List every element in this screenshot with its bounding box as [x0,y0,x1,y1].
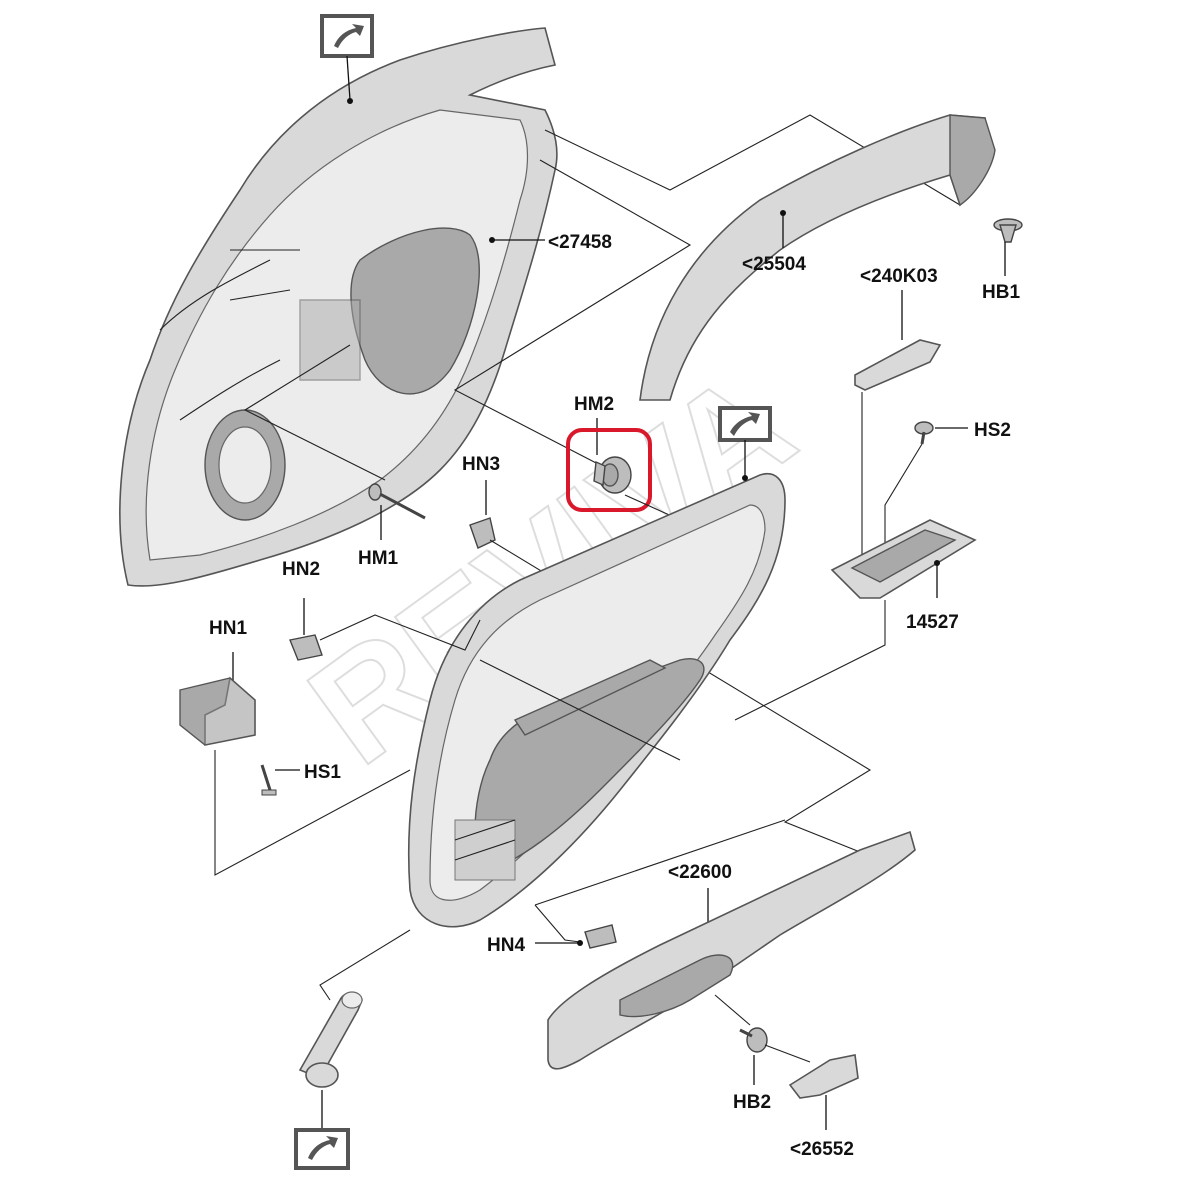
link-arrow-icon[interactable] [320,14,374,58]
hn1-block [179,676,256,746]
hb1-clip [993,218,1023,243]
label-hs1[interactable]: HS1 [304,762,341,783]
label-hn1[interactable]: HN1 [209,618,247,639]
hs2-screw [914,421,934,445]
label-hn2[interactable]: HN2 [282,559,320,580]
door-frame [119,27,558,587]
label-hb1[interactable]: HB1 [982,282,1020,303]
door-trim-panel [407,473,786,928]
hn3-clip [469,517,496,549]
bottom-link-arrow-icon[interactable] [294,1128,350,1170]
hm1-bolt [368,483,426,520]
switch-bezel [830,519,977,599]
label-switch-bezel[interactable]: 14527 [906,612,959,633]
upper-molding [639,114,996,401]
hm2-push-clip [593,456,632,494]
window-crank-handle [298,991,363,1088]
end-cap [788,1054,859,1099]
hn2-clip [289,634,323,661]
hs1-screw [260,764,277,796]
label-hn4[interactable]: HN4 [487,935,525,956]
label-hs2[interactable]: HS2 [974,420,1011,441]
label-door-frame[interactable]: <27458 [548,232,612,253]
label-end-cap[interactable]: <26552 [790,1139,854,1160]
hb2-clip [739,1027,768,1053]
highlight-box [566,428,652,512]
label-hb2[interactable]: HB2 [733,1092,771,1113]
armrest-trim [547,830,916,1070]
label-hm1[interactable]: HM1 [358,548,399,569]
label-handle-cover[interactable]: <240K03 [860,266,938,287]
hn4-clip [584,924,617,949]
label-upper-molding[interactable]: <25504 [742,254,806,275]
label-hm2[interactable]: HM2 [574,394,614,415]
handle-cover [854,339,942,391]
label-armrest-trim[interactable]: <22600 [668,862,732,883]
trim-link-arrow-icon[interactable] [718,406,772,442]
label-hn3[interactable]: HN3 [462,454,500,475]
